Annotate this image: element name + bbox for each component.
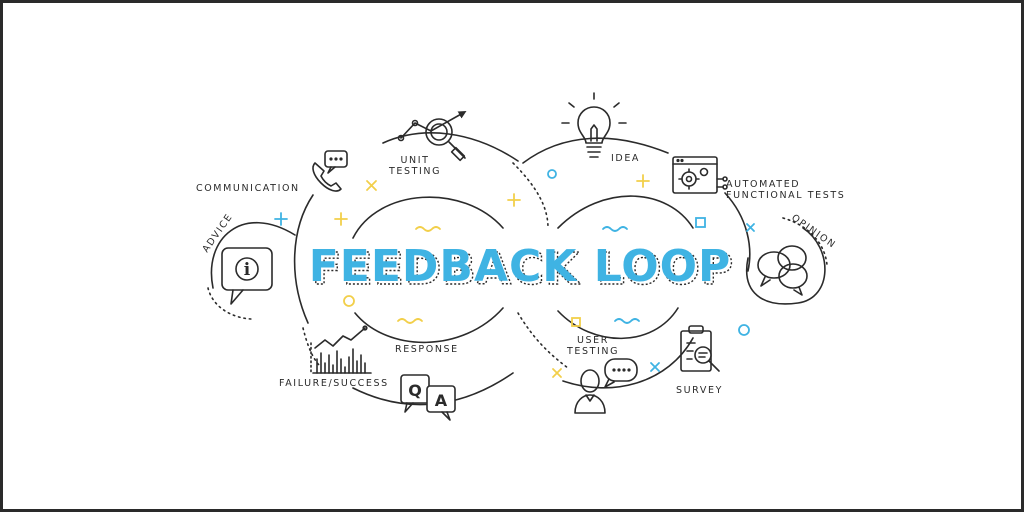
label-failure-success: FAILURE/SUCCESS	[279, 378, 389, 389]
inner-arc-bottom-left	[354, 307, 504, 344]
inner-arc-top-left	[352, 196, 504, 239]
outer-arc-bottom-right	[562, 337, 694, 389]
outer-arc-top-right	[522, 137, 669, 164]
label-unit: UNIT	[400, 155, 429, 166]
label-opinion: OPINION	[789, 212, 838, 251]
plus-icon	[636, 174, 650, 188]
inner-arc-top-right	[557, 195, 694, 229]
x-icon	[552, 368, 562, 378]
plus-icon	[507, 193, 521, 207]
outer-arc-right	[724, 192, 751, 272]
square-icon	[695, 217, 706, 228]
label-idea: IDEA	[611, 153, 640, 164]
x-icon	[366, 180, 377, 191]
wave-icon	[397, 318, 423, 324]
browser-gears-icon	[672, 156, 728, 194]
x-icon	[746, 223, 755, 232]
label-communication: COMMUNICATION	[196, 183, 300, 194]
qa-a-letter: A	[435, 391, 448, 410]
advice-curve	[210, 222, 296, 289]
user-chat-icon	[574, 358, 638, 414]
outer-arc-top-left	[382, 132, 519, 162]
square-icon	[571, 317, 581, 327]
clipboard-magnifier-icon	[680, 325, 720, 372]
circle-icon	[343, 295, 355, 307]
wave-icon	[415, 226, 441, 232]
title-shadow: FEEDBACK LOOP	[312, 244, 735, 295]
info-letter: i	[244, 260, 251, 280]
plus-icon	[274, 212, 288, 226]
inner-arc-bottom-right	[557, 307, 679, 340]
opinion-curve	[745, 227, 826, 305]
bar-chart-icon	[310, 325, 372, 374]
plus-icon	[334, 212, 348, 226]
wave-icon	[602, 226, 628, 232]
page-title: FEEDBACK LOOP FEEDBACK LOOP	[309, 241, 735, 296]
label-testing: TESTING	[388, 166, 441, 177]
loop-arcs	[210, 132, 826, 406]
outer-arc-left	[293, 194, 314, 324]
wave-icon	[614, 318, 640, 324]
decorative-accents	[274, 169, 755, 378]
x-icon	[650, 362, 660, 372]
circle-icon	[738, 324, 750, 336]
info-bubble-icon	[221, 247, 273, 305]
chat-bubbles-icon	[757, 245, 808, 296]
qa-q-letter: Q	[408, 381, 422, 400]
label-survey: SURVEY	[676, 385, 723, 396]
circle-icon	[547, 169, 557, 179]
phone-chat-icon	[312, 150, 348, 192]
light-bulb-icon	[561, 92, 627, 158]
magnifier-graph-icon	[397, 111, 467, 162]
label-user: USER	[577, 335, 609, 346]
label-response: RESPONSE	[395, 344, 459, 355]
qa-bubbles-icon	[400, 374, 456, 421]
title-text: FEEDBACK LOOP	[309, 241, 732, 292]
feedback-loop-diagram: FEEDBACK LOOP FEEDBACK LOOP	[196, 92, 845, 421]
label-functional-tests: FUNCTIONAL TESTS	[726, 190, 845, 201]
label-user-testing: TESTING	[566, 346, 619, 357]
dotted-connectors	[207, 162, 828, 369]
label-automated: AUTOMATED	[726, 179, 800, 190]
